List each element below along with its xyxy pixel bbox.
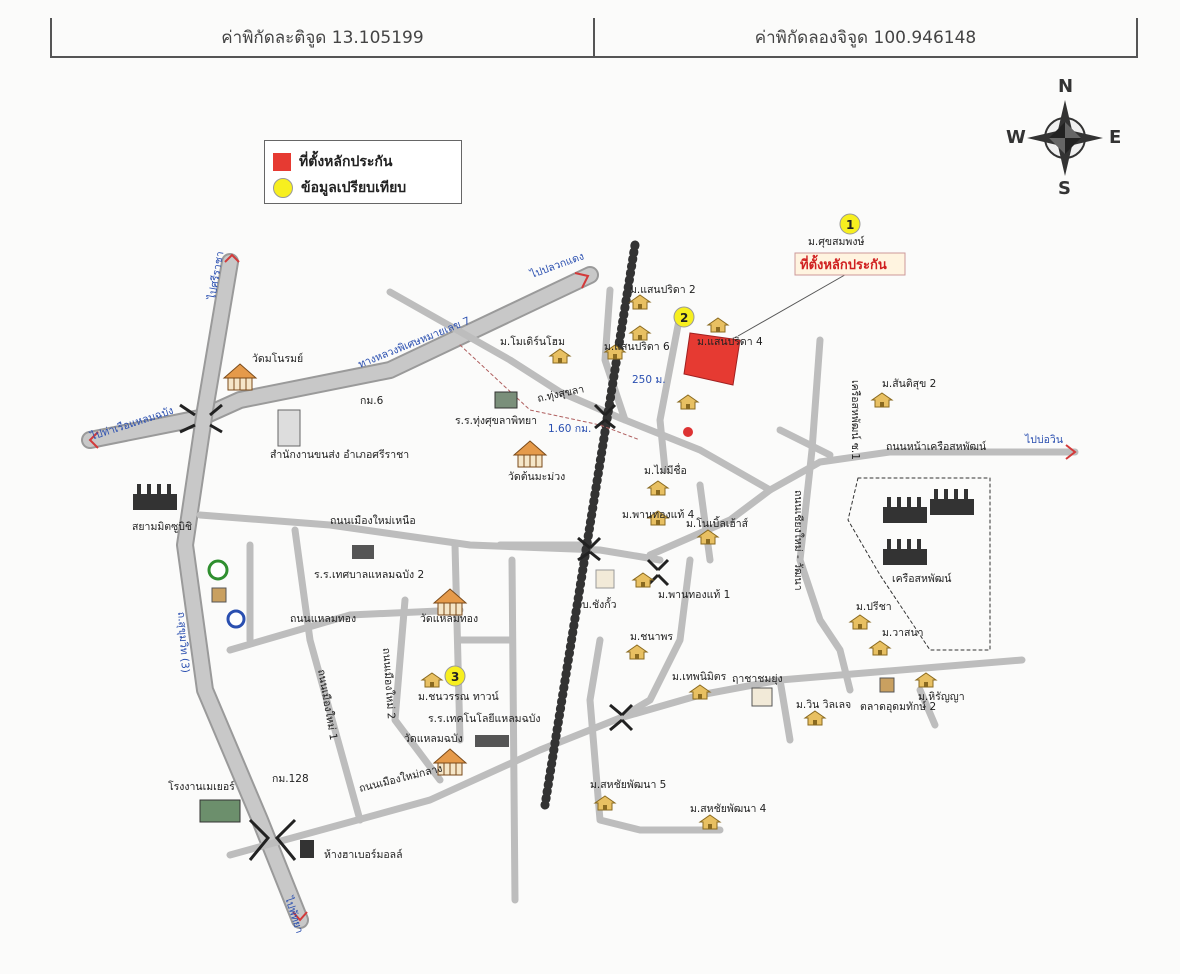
- legend-collateral-label: ที่ตั้งหลักประกัน: [299, 154, 393, 170]
- label-wat-laem-thong: วัดแหลมทอง: [420, 613, 478, 625]
- interchanges: [179, 403, 670, 861]
- coordinate-bar: ค่าพิกัดละติจูด 13.105199 ค่าพิกัดลองจิจ…: [50, 18, 1138, 58]
- seven-eleven-icon-2: [211, 587, 227, 603]
- label-power-plant: โรงงานเมเยอร์: [168, 780, 235, 793]
- label-laem-thong-road: ถนนแหลมทอง: [290, 613, 356, 625]
- label-siam-mitsubishi: สยามมิตซูบิชิ: [132, 521, 192, 533]
- label-transport-office: สำนักงานขนส่ง อำเภอศรีราชา: [270, 448, 409, 461]
- label-sanprida-6: ม.แสนปริดา 6: [604, 341, 670, 353]
- comparison-marker-1: 1 ม.ศุขสมพงษ์: [808, 213, 865, 248]
- label-talad-2: ตลาดอุดมทักษ์ 2: [860, 700, 936, 713]
- label-phanthong-1: ม.พานทองแท้ 1: [658, 589, 730, 601]
- label-km6: กม.6: [360, 395, 384, 407]
- label-sahachai-4: ม.สหชัยพัฒนา 4: [690, 803, 767, 815]
- building-icons: [199, 391, 895, 858]
- comparison-swatch-icon: [273, 178, 293, 198]
- comparison-marker-3: 3 ม.ชนวรรณ ทาวน์: [418, 665, 499, 703]
- map-legend: ที่ตั้งหลักประกัน ข้อมูลเปรียบเทียบ: [264, 140, 462, 204]
- label-mueang-mai-1: ถนนเมืองใหม่ 1: [315, 668, 340, 741]
- label-modern-home: ม.โมเดิร์นโฮม: [500, 335, 565, 348]
- label-wat-ton-mamuang: วัดต้นมะม่วง: [508, 471, 565, 483]
- label-noble-house: ม.โนเบิ้ลเฮ้าส์: [686, 516, 749, 530]
- label-nonpho-road: ถนนเชียงใหม่ - วัฒนา: [792, 490, 805, 591]
- label-municipal-school-2: ร.ร.เทศบาลแหลมฉบัง 2: [314, 569, 424, 581]
- marker-1-num: 1: [846, 218, 854, 232]
- collateral-callout-box: [794, 252, 906, 276]
- market-icon: [751, 687, 773, 707]
- water-tower-icon: [683, 427, 693, 437]
- label-fai-san: ฤาชาชมยุ่ง: [732, 673, 783, 685]
- label-to-bo-win: ไปบ่อวิน: [1024, 433, 1063, 446]
- direction-arrows: [88, 253, 1077, 922]
- label-dist-160: 1.60 กม.: [548, 423, 591, 435]
- seven-eleven-icon: [879, 677, 895, 693]
- marker-3-label: ม.ชนวรรณ ทาวน์: [418, 690, 499, 703]
- label-technic-school: ร.ร.เทคโนโลยีแหลมฉบัง: [428, 712, 541, 725]
- bank-icon: [207, 559, 229, 581]
- label-dist-250: 250 ม.: [632, 374, 666, 386]
- compass-north: N: [1058, 76, 1074, 97]
- comparison-marker-2: 2 ม.แสนปริดา 4: [673, 306, 763, 348]
- house-icons: [421, 294, 937, 830]
- collateral-location: [683, 332, 741, 386]
- label-sahaphat: เครือสหพัฒน์: [892, 572, 952, 585]
- label-mai-mi-chue: ม.ไม่มีชื่อ: [644, 463, 687, 477]
- compass-icon: [1027, 100, 1103, 176]
- label-sukhumvit: ถ.สุขุมวิท (3): [175, 611, 191, 673]
- label-ban-chang: บ.ชังกั้ว: [582, 597, 617, 611]
- marker-2-label: ม.แสนปริดา 4: [697, 336, 763, 348]
- label-mueang-mai-2: ถนนเมืองใหม่ 2: [380, 647, 398, 719]
- label-mueang-mai-nuea: ถนนเมืองใหม่เหนือ: [330, 514, 416, 527]
- label-thung-school: ร.ร.ทุ่งศุขลาพิทยา: [455, 415, 537, 427]
- compass-south: S: [1058, 178, 1071, 199]
- label-wat-manorom: วัดมโนรมย์: [252, 352, 303, 365]
- label-chanaporn: ม.ชนาพร: [630, 631, 673, 643]
- label-sahaphat-soi: เครือสหพัฒน์ ซ.1: [849, 380, 862, 460]
- collateral-callout: ที่ตั้งหลักประกัน: [800, 254, 887, 273]
- legend-comparison: ข้อมูลเปรียบเทียบ: [273, 177, 406, 199]
- label-sanprida-2: ม.แสนปริดา 2: [630, 284, 696, 296]
- ban-chang-icon: [595, 569, 615, 589]
- legend-collateral: ที่ตั้งหลักประกัน: [273, 151, 392, 173]
- longitude-label: ค่าพิกัดลองจิจูด 100.946148: [593, 18, 1136, 56]
- mall-icon: [300, 840, 314, 858]
- marker-2-num: 2: [680, 311, 688, 325]
- latitude-label: ค่าพิกัดละติจูด 13.105199: [221, 27, 424, 48]
- label-km128: กม.128: [272, 773, 309, 785]
- school-icon: [475, 735, 509, 747]
- label-mueang-mai-klang: ถนนเมืองใหม่กลาง: [358, 762, 444, 795]
- label-thephanimit: ม.เทพนิมิตร: [672, 671, 727, 683]
- thung-school-icon: [494, 391, 518, 409]
- marker-1-label: ม.ศุขสมพงษ์: [808, 235, 865, 248]
- marker-3-num: 3: [451, 670, 459, 684]
- compass-rose: N S W E: [1000, 76, 1130, 199]
- label-wasana: ม.วาสนา: [882, 627, 924, 639]
- legend-comparison-label: ข้อมูลเปรียบเทียบ: [301, 180, 407, 196]
- label-harbor-mall: ห้างฮาเบอร์มอลล์: [324, 848, 403, 861]
- compass-west: W: [1006, 127, 1026, 148]
- power-plant-icon: [199, 799, 241, 823]
- label-hirunya: ม.หิรัญญา: [918, 691, 965, 703]
- label-win-village: ม.วิน วิลเลจ: [796, 699, 851, 711]
- factory-icons: [133, 484, 974, 565]
- label-phanthong-4: ม.พานทองแท้ 4: [622, 509, 695, 521]
- label-preecha: ม.ปรีชา: [856, 600, 892, 613]
- label-sahaphat-road: ถนนหน้าเครือสหพัฒน์: [886, 440, 986, 453]
- compass-east: E: [1109, 127, 1122, 148]
- collateral-swatch-icon: [273, 153, 291, 171]
- label-sahachai-5: ม.สหชัยพัฒนา 5: [590, 779, 666, 791]
- municipal-school-icon: [352, 545, 374, 559]
- label-santisuk-2: ม.สันติสุข 2: [882, 378, 936, 390]
- transport-office-icon: [277, 409, 301, 447]
- label-wat-laem-chabang: วัดแหลมฉบัง: [404, 733, 463, 745]
- ptt-icon: [226, 609, 246, 629]
